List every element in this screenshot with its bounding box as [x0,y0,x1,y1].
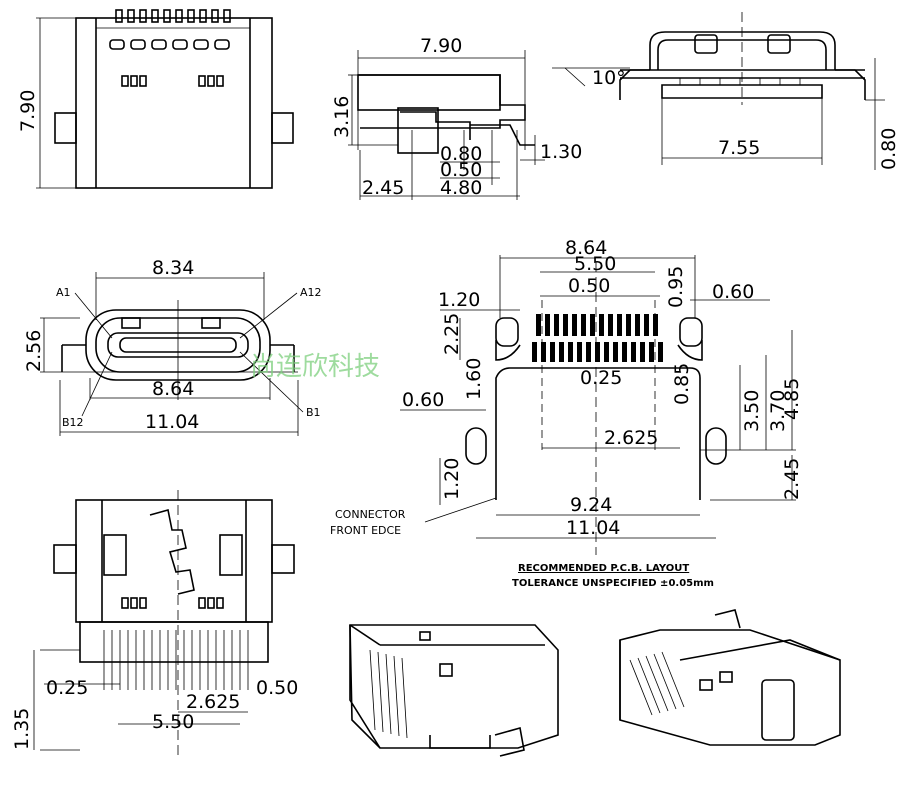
bottom-dim-025: 0.25 [46,677,88,699]
pcb-dim-025: 0.25 [580,367,622,389]
pcb-dim-095: 0.95 [665,266,687,308]
connector-label-2: FRONT EDCE [330,524,401,537]
dim-316: 3.16 [331,96,353,138]
pcb-dim-060-left: 0.60 [402,389,444,411]
pcb-dim-485: 4.85 [781,378,803,420]
bottom-dim-135: 1.35 [11,708,33,750]
dim-834: 8.34 [152,257,194,279]
pcb-top-pad-row [536,314,658,336]
dim-080-front: 0.80 [878,128,900,170]
dim-1104-end: 11.04 [145,411,199,433]
dim-864: 8.64 [152,378,194,400]
label-b1: B1 [306,406,321,419]
side-view: 7.90 3.16 0.80 0.50 1.30 2.45 4.80 [331,35,582,200]
pcb-dim-350: 3.50 [741,390,763,432]
end-view: 8.34 8.64 11.04 2.56 A1 A12 B12 B1 [23,257,322,436]
pcb-dim-2625: 2.625 [604,427,658,449]
dim-790-vertical: 7.90 [17,90,39,132]
pcb-dim-050: 0.50 [568,275,610,297]
bottom-view: 1.35 0.25 0.50 2.625 5.50 [11,490,298,760]
pcb-dim-120-top: 1.20 [438,289,480,311]
label-a1: A1 [56,286,71,299]
top-view: 7.90 [17,9,294,189]
bottom-dim-2625: 2.625 [186,691,240,713]
dim-130: 1.30 [540,141,582,163]
dim-245: 2.45 [362,177,404,199]
dim-480: 4.80 [440,177,482,199]
pcb-dim-1104: 11.04 [566,517,620,539]
pcb-layout: 8.64 5.50 0.50 0.95 1.20 0.60 2.25 1.60 … [330,237,803,589]
bottom-dim-050: 0.50 [256,677,298,699]
pcb-dim-160: 1.60 [463,358,485,400]
connector-label-1: CONNECTOR [335,508,406,521]
pcb-dim-924: 9.24 [570,494,612,516]
label-b12: B12 [62,416,84,429]
dim-256: 2.56 [23,330,45,372]
dim-080: 0.80 [440,143,482,165]
bottom-pin-row [103,630,249,690]
pcb-dim-245: 2.45 [781,458,803,500]
pcb-dim-864: 8.64 [565,237,607,259]
isometric-view-rear [619,609,841,746]
pcb-tolerance-note: TOLERANCE UNSPECIFIED ±0.05mm [512,578,714,589]
pcb-dim-370: 3.70 [767,390,789,432]
pcb-bottom-pad-row [532,342,663,362]
label-a12: A12 [300,286,322,299]
bottom-dim-550: 5.50 [152,711,194,733]
angle-10deg: 10° [592,67,626,89]
pcb-dim-060-right: 0.60 [712,281,754,303]
pcb-dim-550: 5.50 [574,253,616,275]
dim-050: 0.50 [440,159,482,181]
pcb-dim-085: 0.85 [671,363,693,405]
dim-755: 7.55 [718,137,760,159]
pcb-dim-225: 2.25 [441,313,463,355]
pcb-dim-120-left: 1.20 [441,458,463,500]
front-view: 10° 7.55 0.80 [552,12,900,170]
dim-790-width: 7.90 [420,35,462,57]
isometric-view-front [349,624,559,757]
watermark-text: 尚连欣科技 [250,352,380,382]
pcb-layout-title: RECOMMENDED P.C.B. LAYOUT [518,563,689,574]
